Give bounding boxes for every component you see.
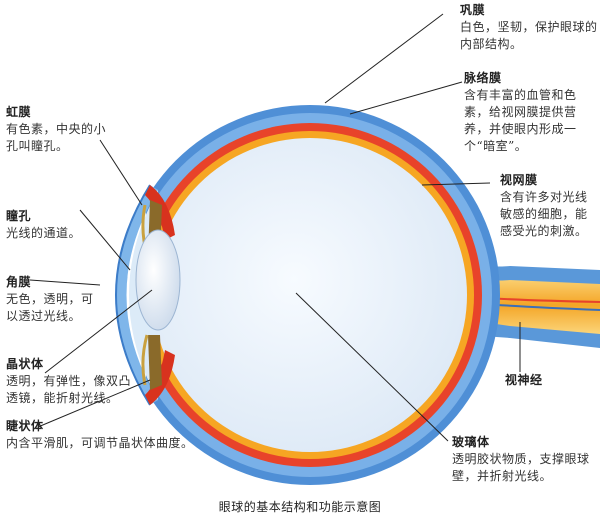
label-title: 脉络膜 [464, 71, 502, 85]
leader-lens [44, 289, 153, 374]
label-desc: 有色素，中央的小孔叫瞳孔。 [6, 122, 107, 153]
leader-cornea [29, 279, 101, 286]
lens [135, 229, 181, 331]
label-title: 晶状体 [6, 357, 44, 371]
label-choroid: 脉络膜 含有丰富的血管和色素，给视网膜提供营养，并使眼内形成一个“暗室”。 [464, 70, 600, 155]
diagram-caption: 眼球的基本结构和功能示意图 [218, 500, 382, 514]
label-title: 瞳孔 [6, 209, 32, 223]
leader-ciliary [37, 379, 151, 428]
label-sclera: 巩膜 白色，坚韧，保护眼球的内部结构。 [460, 2, 600, 53]
leader-vitreous [295, 292, 449, 442]
label-desc: 含有丰富的血管和色素，给视网膜提供营养，并使眼内形成一个“暗室”。 [464, 88, 577, 153]
vitreous-body [153, 138, 467, 452]
label-title: 睫状体 [6, 419, 44, 433]
leader-retina [421, 182, 491, 186]
label-pupil: 瞳孔 光线的通道。 [6, 208, 96, 242]
leader-iris [99, 139, 143, 206]
label-desc: 透明，有弹性，像双凸透镜，能折射光线。 [6, 374, 132, 405]
label-optic-nerve: 视神经 [505, 372, 585, 389]
label-title: 视网膜 [500, 173, 538, 187]
label-title: 视神经 [505, 373, 543, 387]
leader-sclera [324, 13, 444, 104]
label-lens: 晶状体 透明，有弹性，像双凸透镜，能折射光线。 [6, 356, 136, 407]
leader-pupil [79, 209, 131, 271]
label-title: 巩膜 [460, 3, 486, 17]
label-cornea: 角膜 无色，透明，可以透过光线。 [6, 274, 98, 325]
label-title: 虹膜 [6, 105, 32, 119]
label-iris: 虹膜 有色素，中央的小孔叫瞳孔。 [6, 104, 116, 155]
label-retina: 视网膜 含有许多对光线敏感的细胞，能感受光的刺激。 [500, 172, 598, 240]
label-desc: 白色，坚韧，保护眼球的内部结构。 [460, 20, 598, 51]
label-title: 角膜 [6, 275, 32, 289]
label-desc: 含有许多对光线敏感的细胞，能感受光的刺激。 [500, 190, 588, 238]
cornea [116, 185, 158, 405]
label-vitreous: 玻璃体 透明胶状物质，支撑眼球壁，并折射光线。 [452, 434, 598, 485]
label-title: 玻璃体 [452, 435, 490, 449]
leader-choroid [349, 81, 463, 115]
label-ciliary: 睫状体 内含平滑肌，可调节晶状体曲度。 [6, 418, 206, 452]
label-desc: 透明胶状物质，支撑眼球壁，并折射光线。 [452, 452, 590, 483]
label-desc: 光线的通道。 [6, 226, 82, 240]
label-desc: 内含平滑肌，可调节晶状体曲度。 [6, 436, 194, 450]
label-desc: 无色，透明，可以透过光线。 [6, 292, 94, 323]
